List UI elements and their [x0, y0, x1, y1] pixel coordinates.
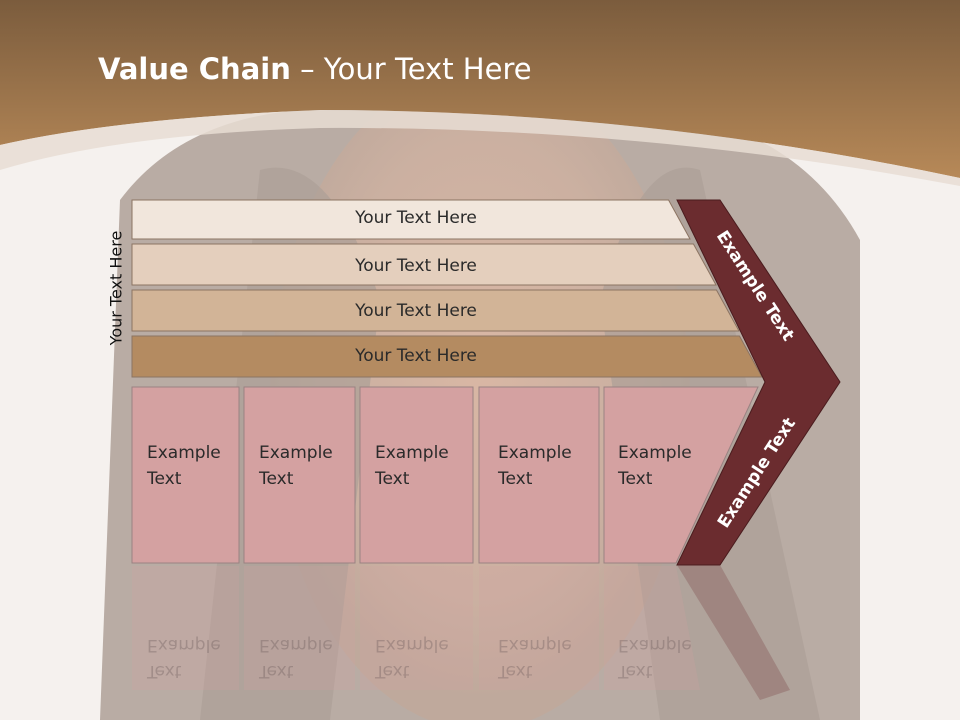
box-reflection-5 — [604, 566, 700, 690]
box-reflection-text-5: Text Example — [618, 632, 692, 684]
refl-5-b: Example — [618, 635, 692, 655]
refl-2-a: Text — [259, 661, 294, 681]
box-reflection-text-2: Text Example — [259, 632, 333, 684]
refl-3-b: Example — [375, 635, 449, 655]
refl-2-b: Example — [259, 635, 333, 655]
box-4-line2: Text — [498, 469, 533, 489]
box-1-line1: Example — [147, 443, 221, 463]
band-2 — [131, 243, 717, 286]
box-5-line2: Text — [618, 469, 653, 489]
refl-1-a: Text — [147, 661, 182, 681]
refl-5-a: Text — [618, 661, 653, 681]
refl-4-b: Example — [498, 635, 572, 655]
box-reflection-text-4: Text Example — [498, 632, 572, 684]
band-label-4: Your Text Here — [355, 346, 477, 366]
box-reflection-4 — [479, 566, 599, 690]
box-3-line2: Text — [375, 469, 410, 489]
band-1 — [131, 199, 691, 240]
chevron-reflection — [677, 565, 790, 700]
box-2-line2: Text — [259, 469, 294, 489]
box-1 — [131, 386, 240, 564]
header-swoosh — [0, 110, 960, 186]
boxes-group — [131, 386, 759, 564]
band-label-1: Your Text Here — [355, 208, 477, 228]
band-4 — [131, 335, 763, 378]
title-bold: Value Chain — [98, 52, 291, 86]
vertical-label: Your Text Here — [106, 230, 126, 346]
title-rest: – Your Text Here — [290, 52, 532, 86]
box-2-line1: Example — [259, 443, 333, 463]
box-reflection-text-3: Text Example — [375, 632, 449, 684]
refl-1-b: Example — [147, 635, 221, 655]
band-3 — [131, 289, 740, 332]
box-reflection-1 — [132, 566, 239, 690]
reflections-group — [132, 566, 700, 690]
box-1-line2: Text — [147, 469, 182, 489]
box-3 — [359, 386, 474, 564]
band-label-3: Your Text Here — [355, 301, 477, 321]
slide-title: Value Chain – Your Text Here — [98, 52, 532, 86]
band-label-2: Your Text Here — [355, 256, 477, 276]
box-reflection-3 — [360, 566, 473, 690]
box-2 — [243, 386, 356, 564]
box-5 — [603, 386, 759, 564]
refl-4-a: Text — [498, 661, 533, 681]
bands-group — [131, 199, 763, 378]
box-reflection-2 — [244, 566, 355, 690]
header-bar — [0, 0, 960, 178]
refl-3-a: Text — [375, 661, 410, 681]
box-3-line1: Example — [375, 443, 449, 463]
box-5-line1: Example — [618, 443, 692, 463]
box-reflection-text-1: Text Example — [147, 632, 221, 684]
box-4-line1: Example — [498, 443, 572, 463]
chevron-arrow — [676, 199, 841, 566]
box-4 — [478, 386, 600, 564]
